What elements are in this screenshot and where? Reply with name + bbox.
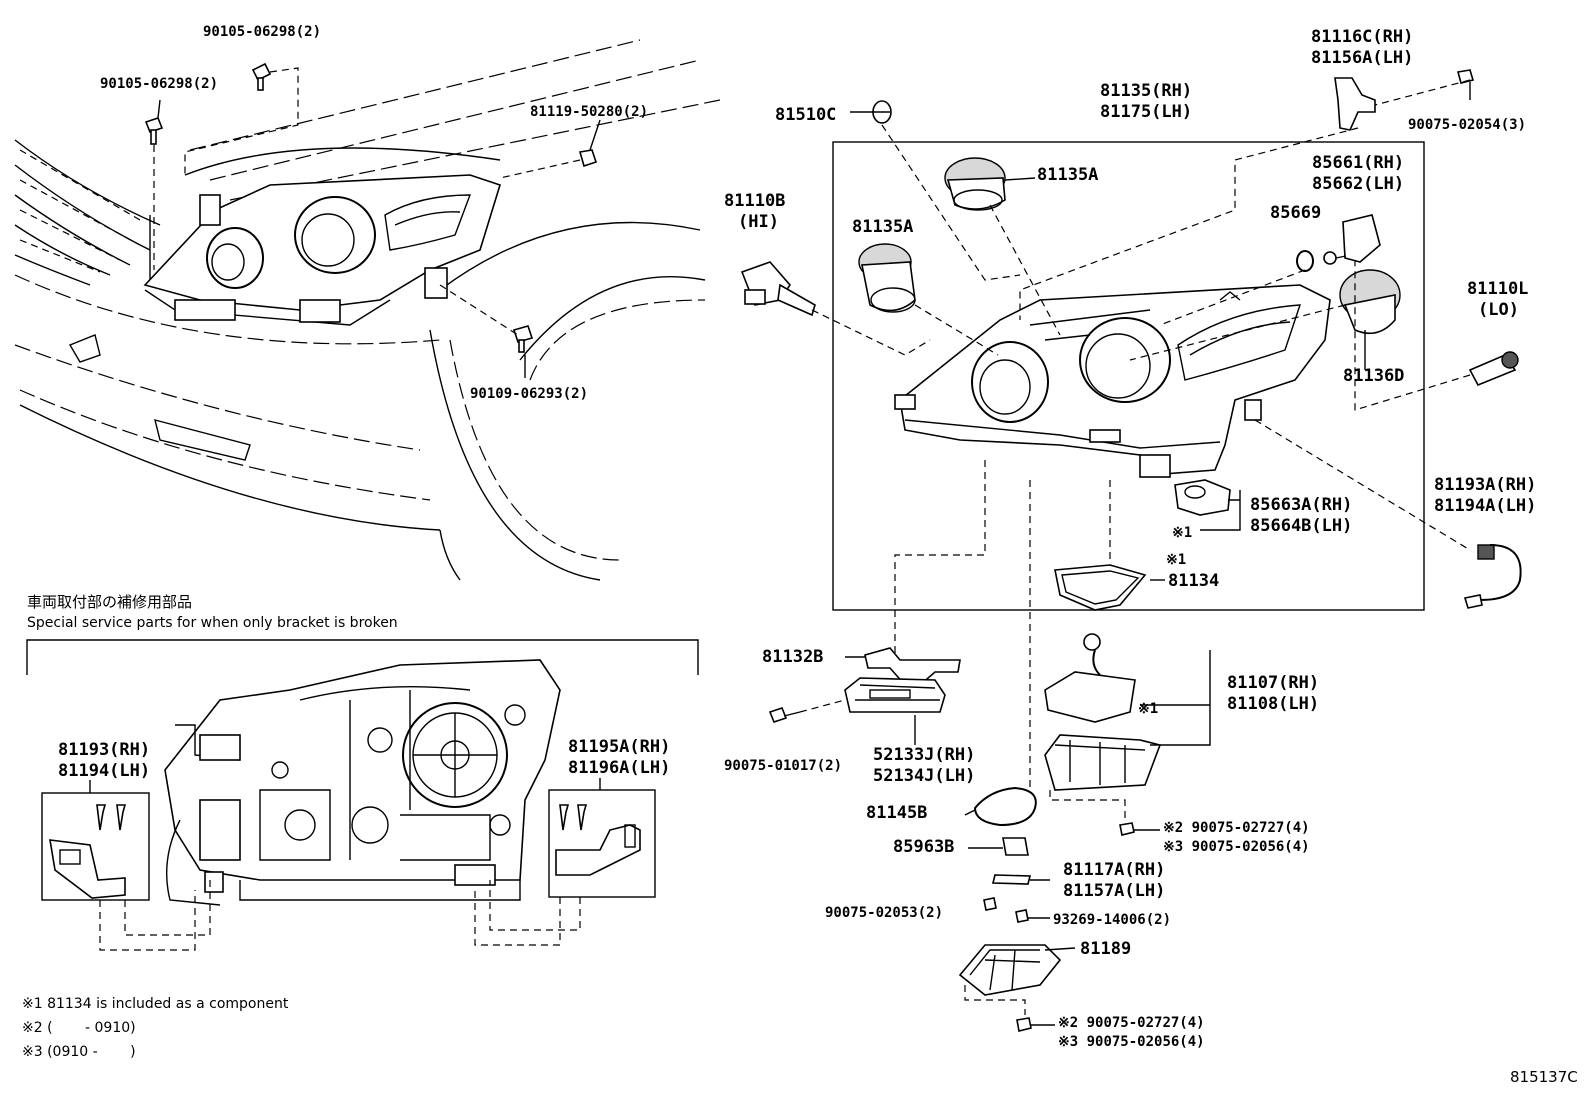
oring-85669 [1296, 250, 1314, 272]
connector-85963b [1002, 837, 1029, 856]
assembly-frame [832, 141, 1425, 611]
label-81108-lh: 81108(LH) [1227, 694, 1319, 714]
actuator-85661 [1323, 214, 1381, 265]
label-85662-lh: 85662(LH) [1312, 174, 1404, 194]
label-81110l: 81110L [1467, 279, 1528, 299]
grille [14, 139, 161, 286]
label-81117a-rh: 81117A(RH) [1063, 860, 1165, 880]
label-81189: 81189 [1080, 939, 1131, 959]
label-85664b-lh: 85664B(LH) [1250, 516, 1352, 536]
label-90105-06298-left: 90105-06298(2) [100, 76, 218, 92]
label-note1-81134: ※1 [1166, 552, 1186, 568]
label-81119-50280: 81119-50280(2) [530, 104, 648, 120]
label-81175-lh: 81175(LH) [1100, 102, 1192, 122]
bolt-90105-b [144, 117, 164, 145]
screw-90075-02054 [1456, 69, 1475, 100]
vehicle-front-outline [14, 39, 721, 581]
section-title-jp: 車両取付部の補修用部品 [27, 593, 192, 611]
screw-90075-02727-b [1016, 1017, 1032, 1032]
label-81194-lh: 81194(LH) [58, 761, 150, 781]
bracket-81117a [991, 874, 1032, 885]
label-81510c: 81510C [775, 105, 836, 125]
label-81193-rh: 81193(RH) [58, 740, 150, 760]
screw-90075-02053 [983, 897, 997, 911]
bolt-90105-a [251, 62, 272, 91]
figure-id: 815137C [1510, 1068, 1578, 1086]
label-81196a-lh: 81196A(LH) [568, 758, 670, 778]
label-90075-02056-b: ※3 90075-02056(4) [1058, 1034, 1205, 1050]
label-90109-06293: 90109-06293(2) [470, 386, 588, 402]
label-81195a-rh: 81195A(RH) [568, 737, 670, 757]
bracket-52133j [844, 677, 946, 713]
label-81110b-hi: (HI) [738, 212, 779, 232]
label-52134j-lh: 52134J(LH) [873, 766, 975, 786]
label-85963b: 85963B [893, 837, 954, 857]
label-90105-06298-top: 90105-06298(2) [203, 24, 321, 40]
bulb-81110l-lo [1468, 351, 1519, 387]
gasket-81145b [973, 786, 1037, 827]
label-90075-02727-a: ※2 90075-02727(4) [1163, 820, 1310, 836]
label-85661-rh: 85661(RH) [1312, 153, 1404, 173]
label-81145b: 81145B [866, 803, 927, 823]
label-note1-85663: ※1 [1172, 525, 1192, 541]
label-note1-81107: ※1 [1138, 701, 1158, 717]
screw-93269 [1015, 909, 1029, 923]
section-bracket [26, 639, 699, 675]
label-90075-01017: 90075-01017(2) [724, 758, 842, 774]
bolt-90109 [512, 325, 534, 353]
label-85669: 85669 [1270, 203, 1321, 223]
label-81107-rh: 81107(RH) [1227, 673, 1319, 693]
plate-81132b [864, 647, 961, 686]
label-90075-02053: 90075-02053(2) [825, 905, 943, 921]
bracket-kit-81195a [548, 789, 656, 898]
cap-81136d [1339, 269, 1401, 335]
gasket-81134 [1054, 564, 1147, 611]
headlamp-on-vehicle [143, 174, 501, 326]
headlamp-assembly [894, 284, 1331, 478]
screw-90075-02727-a [1119, 822, 1135, 836]
leveling-85663a [1174, 479, 1231, 516]
footnote-1: ※1 81134 is included as a component [22, 996, 289, 1012]
label-81134: 81134 [1168, 571, 1219, 591]
cover-81189 [958, 944, 1062, 1015]
label-81110l-lo: (LO) [1478, 300, 1519, 320]
label-81193a-rh: 81193A(RH) [1434, 475, 1536, 495]
bracket-81116c [1334, 77, 1376, 131]
section-title-en: Special service parts for when only brac… [27, 615, 398, 631]
label-81157a-lh: 81157A(LH) [1063, 881, 1165, 901]
label-81116c-rh: 81116C(RH) [1311, 27, 1413, 47]
bracket-kit-81193 [41, 792, 150, 901]
label-81194a-lh: 81194A(LH) [1434, 496, 1536, 516]
label-81135-rh: 81135(RH) [1100, 81, 1192, 101]
label-81135a-top: 81135A [1037, 165, 1098, 185]
label-52133j-rh: 52133J(RH) [873, 745, 975, 765]
label-93269-14006: 93269-14006(2) [1053, 912, 1171, 928]
bulb-81110b-hi [740, 261, 816, 317]
label-81110b: 81110B [724, 191, 785, 211]
footnote-2: ※2 ( - 0910) [22, 1020, 136, 1036]
label-90075-02054: 90075-02054(3) [1408, 117, 1526, 133]
headlamp-rear-view [164, 659, 561, 906]
screw-90075-01017 [768, 707, 801, 723]
harness-81193a [1463, 544, 1522, 609]
ballast-81107 [1044, 633, 1162, 820]
label-81135a-left: 81135A [852, 217, 913, 237]
label-81132b: 81132B [762, 647, 823, 667]
socket-81135a-top [944, 157, 1006, 211]
label-81136d: 81136D [1343, 366, 1404, 386]
label-81156a-lh: 81156A(LH) [1311, 48, 1413, 68]
footnote-3: ※3 (0910 - ) [22, 1044, 136, 1060]
clip-81119 [578, 149, 598, 168]
label-90075-02727-b: ※2 90075-02727(4) [1058, 1015, 1205, 1031]
socket-81135a-left [858, 243, 916, 313]
label-85663a-rh: 85663A(RH) [1250, 495, 1352, 515]
label-90075-02056-a: ※3 90075-02056(4) [1163, 839, 1310, 855]
